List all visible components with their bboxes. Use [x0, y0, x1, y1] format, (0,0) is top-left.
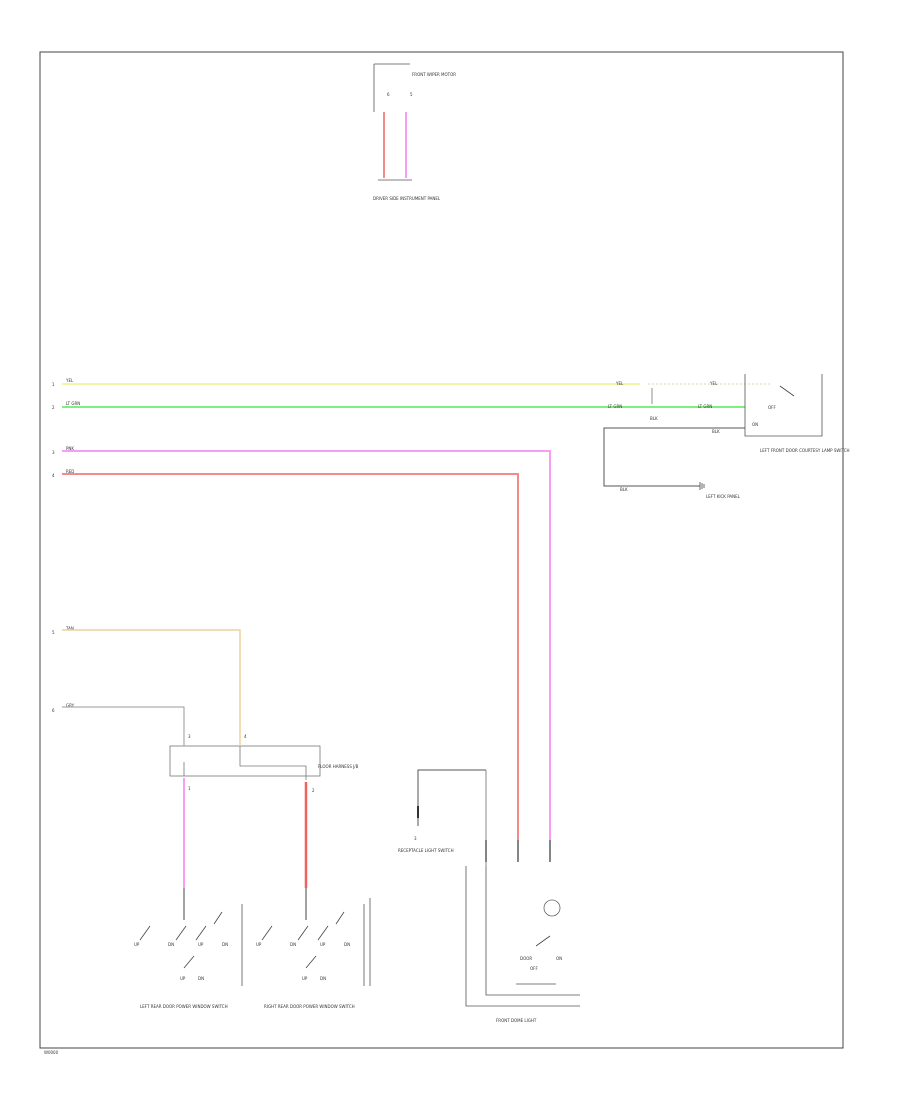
component-name: FRONT WIPER MOTOR	[412, 72, 456, 77]
lamp-icon	[543, 899, 561, 917]
switch-label: DN	[344, 942, 350, 947]
component-pin: 3	[414, 836, 417, 841]
diagram-frame	[39, 51, 844, 1049]
internal-connection	[239, 746, 307, 780]
dome-light-component: 3 RECEPTACLE LIGHT SWITCH	[398, 769, 486, 853]
component-name: RIGHT REAR DOOR POWER WINDOW SWITCH	[264, 1004, 355, 1009]
wire-label: YEL	[65, 378, 74, 383]
junction-pin: 4	[244, 734, 247, 739]
junction-name: FLOOR HARNESS J/B	[318, 764, 359, 769]
switch-label: ON	[556, 956, 562, 961]
top-component: FRONT WIPER MOTOR 6 5 DRIVER SIDE INSTRU…	[373, 63, 456, 201]
wire-label: BLK	[620, 487, 628, 492]
ground-icon	[699, 482, 705, 490]
ground-name: LEFT KICK PANEL	[706, 494, 741, 499]
switch-contact	[297, 925, 309, 941]
switch-label: DN	[290, 942, 296, 947]
switch-label: UP	[320, 942, 326, 947]
junction-pin: 3	[188, 734, 191, 739]
light-outline	[485, 866, 580, 996]
switch-contact	[139, 925, 151, 941]
wire-label: LT GRN	[698, 404, 712, 409]
switch-contact	[213, 911, 223, 925]
wire-label: YEL	[709, 381, 718, 386]
terminal-number: 6	[52, 708, 55, 713]
wire-tan	[62, 629, 241, 730]
junction-pin: 2	[312, 788, 315, 793]
pin-number: 5	[410, 92, 413, 97]
switch-contact	[317, 925, 329, 941]
component-name: LEFT FRONT DOOR COURTESY LAMP SWITCH	[760, 448, 850, 453]
switch-label: UP	[302, 976, 308, 981]
component-outline	[744, 374, 823, 437]
wire-label: GRY	[66, 703, 75, 708]
switch-label: OFF	[530, 966, 538, 971]
wire-label: BLK	[650, 416, 658, 421]
switch-label: UP	[180, 976, 186, 981]
wire-label: RED	[66, 469, 74, 474]
wire-label: TAN	[65, 626, 74, 631]
switch-contact	[175, 925, 187, 941]
wire-red	[62, 473, 519, 840]
terminal-number: 5	[52, 630, 55, 635]
wire-black	[417, 769, 486, 826]
wire-label: LT GRN	[608, 404, 622, 409]
front-dome-light: DOOR ON OFF FRONT DOME LIGHT	[465, 770, 580, 1023]
terminal-number: 3	[52, 450, 55, 455]
switch-label: DN	[198, 976, 204, 981]
connector-name: DRIVER SIDE INSTRUMENT PANEL	[373, 196, 441, 201]
wire-black	[603, 427, 745, 487]
switch-contact	[195, 925, 207, 941]
wire-gray	[62, 706, 185, 730]
pin-number: 6	[387, 92, 390, 97]
switch-contact	[183, 955, 195, 969]
junction-outline	[169, 745, 321, 777]
component-name: RECEPTACLE LIGHT SWITCH	[398, 848, 454, 853]
switch-label: DN	[320, 976, 326, 981]
terminal-number: 1	[52, 382, 55, 387]
junction-block: 3 4 1 2 FLOOR HARNESS J/B	[169, 730, 359, 793]
switch-label: DOOR	[520, 956, 532, 961]
switch-contact	[305, 955, 317, 969]
wire-label: YEL	[615, 381, 624, 386]
wire-pink	[62, 450, 551, 840]
switch-contact	[261, 925, 273, 941]
switch-label: OFF	[768, 405, 776, 410]
figure-id: W0000	[44, 1050, 59, 1055]
switch-label: UP	[256, 942, 262, 947]
wire-label: LT GRN	[66, 401, 80, 406]
switch-label: ON	[752, 422, 758, 427]
switch-label: DN	[222, 942, 228, 947]
terminal-number: 4	[52, 473, 55, 478]
junction-pin: 1	[188, 786, 191, 791]
light-outline	[465, 866, 580, 1007]
switch-label: UP	[134, 942, 140, 947]
left-rear-switch: UP DN UP DN UP DN LEFT REAR DOOR POWER W…	[134, 888, 243, 1009]
component-name: FRONT DOME LIGHT	[496, 1018, 537, 1023]
switch-label: UP	[198, 942, 204, 947]
switch-label: DN	[168, 942, 174, 947]
terminal-number: 2	[52, 405, 55, 410]
terminal-wires: 1 YEL 2 LT GRN 3 PNK 4 RED 5 TAN 6 GRY	[52, 378, 745, 840]
switch-contact	[335, 911, 345, 925]
right-rear-switch: UP DN UP DN UP DN RIGHT REAR DOOR POWER …	[256, 888, 371, 1009]
switch-contact	[535, 935, 551, 947]
right-component: YEL LT GRN YEL LT GRN OFF ON BLK BLK BLK…	[603, 374, 850, 499]
switch-contact	[779, 385, 795, 397]
wire-label: BLK	[712, 429, 720, 434]
component-name: LEFT REAR DOOR POWER WINDOW SWITCH	[140, 1004, 228, 1009]
wire-label: PNK	[66, 446, 74, 451]
